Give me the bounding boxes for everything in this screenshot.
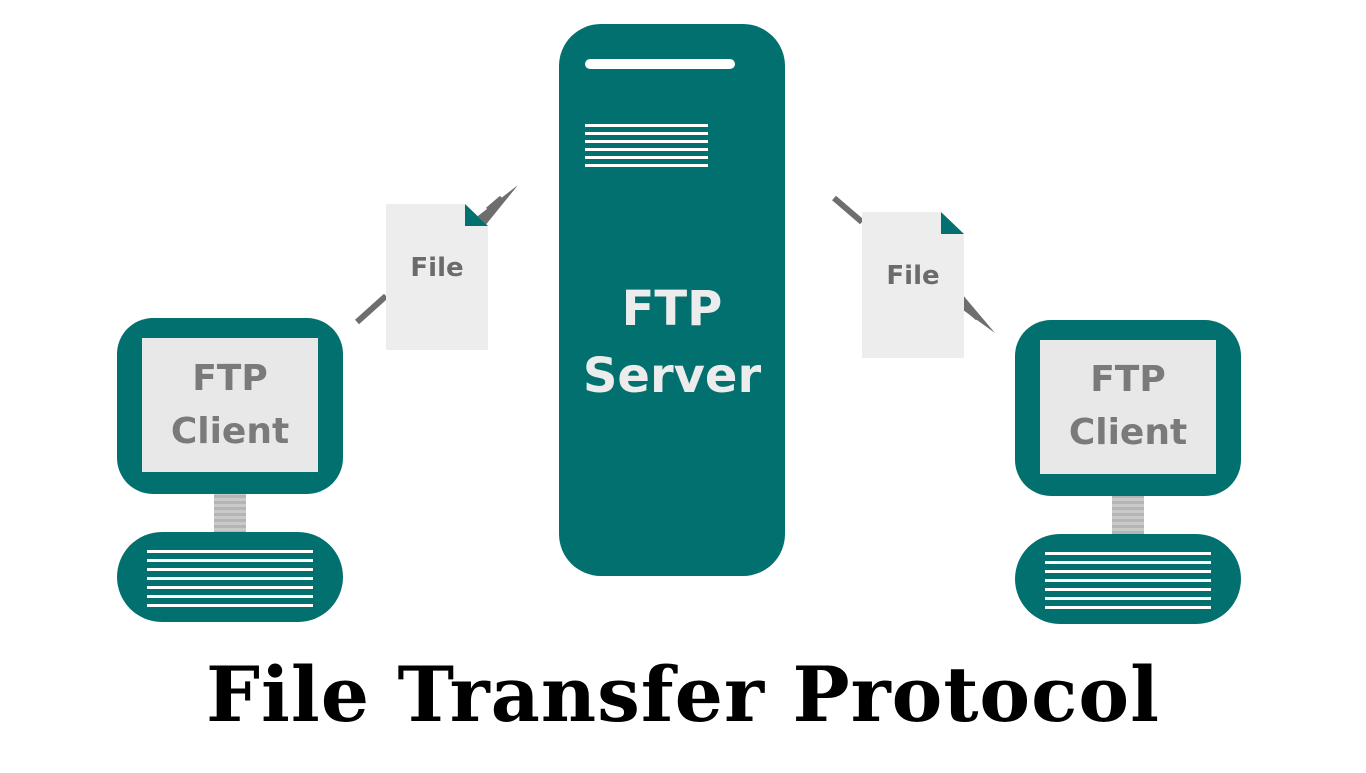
left-monitor-stand [214,494,246,532]
right-client-label-line1: FTP [1090,359,1166,400]
left-arrow-tail [354,293,389,325]
left-client-label-line2: Client [171,411,289,452]
left-file-transfer: File [354,185,518,350]
right-ftp-client: FTP Client [1015,320,1241,624]
right-file-transfer: File [832,195,995,358]
page-title: File Transfer Protocol [206,650,1160,739]
server-label-line2: Server [583,348,762,404]
server-body [559,24,785,576]
left-file-label: File [410,253,463,283]
right-file-corner [941,212,964,234]
right-keyboard-keys-icon [1045,552,1211,609]
right-file-label: File [886,261,939,291]
left-client-label-line1: FTP [192,358,268,399]
left-file-corner [465,204,488,226]
server-label-line1: FTP [622,281,723,337]
left-ftp-client: FTP Client [117,318,343,622]
server-slot [585,59,735,69]
left-arrow-head-icon [474,185,518,227]
left-monitor-screen [142,338,318,472]
left-keyboard-keys-icon [147,550,313,607]
right-arrow-tail [832,195,864,225]
right-monitor-stand [1112,496,1144,534]
ftp-server: FTP Server [559,24,785,576]
server-vent-icon [585,124,708,167]
left-file-icon [386,204,488,350]
right-client-label-line2: Client [1069,412,1187,453]
right-monitor-screen [1040,340,1216,474]
right-file-icon [862,212,964,358]
